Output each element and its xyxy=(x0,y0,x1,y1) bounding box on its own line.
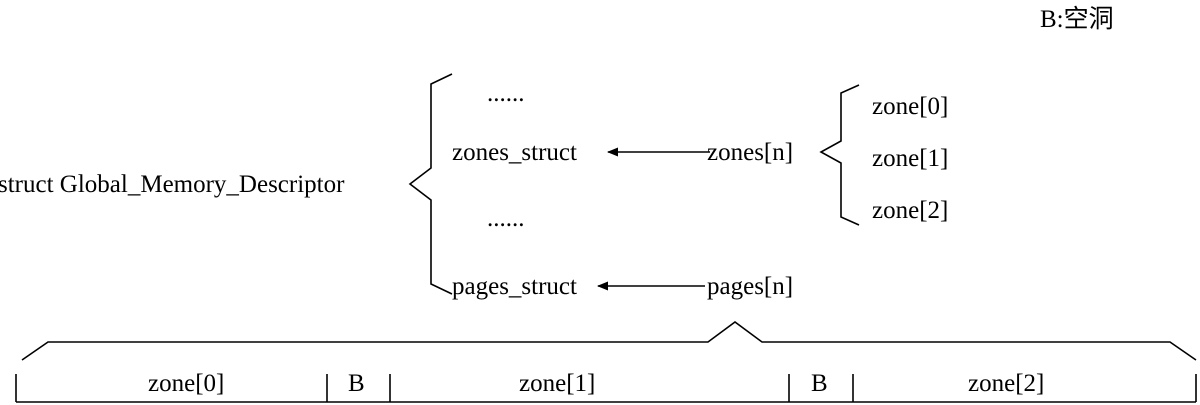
field-ellipsis-mid: ...... xyxy=(487,205,525,232)
memory-segment-hole-2: B xyxy=(811,370,828,397)
zones-array-label: zones[n] xyxy=(707,139,793,166)
memory-layout-brace xyxy=(21,321,1197,361)
memory-segment-zone2: zone[2] xyxy=(968,370,1044,397)
descriptor-brace xyxy=(408,73,453,295)
zone-list-item-2: zone[2] xyxy=(872,197,948,224)
memory-segment-hole-1: B xyxy=(348,370,365,397)
field-zones-struct: zones_struct xyxy=(452,139,577,166)
field-pages-struct: pages_struct xyxy=(452,273,577,300)
pages-array-label: pages[n] xyxy=(707,273,793,300)
zone-list-item-1: zone[1] xyxy=(872,145,948,172)
descriptor-label: struct Global_Memory_Descriptor xyxy=(0,171,345,198)
legend-text: B:空洞 xyxy=(1040,5,1114,33)
field-ellipsis-top: ...... xyxy=(487,80,525,107)
memory-segment-zone0: zone[0] xyxy=(148,370,224,397)
zone-list-item-0: zone[0] xyxy=(872,93,948,120)
memory-segment-zone1: zone[1] xyxy=(519,370,595,397)
zones-brace xyxy=(819,84,860,226)
